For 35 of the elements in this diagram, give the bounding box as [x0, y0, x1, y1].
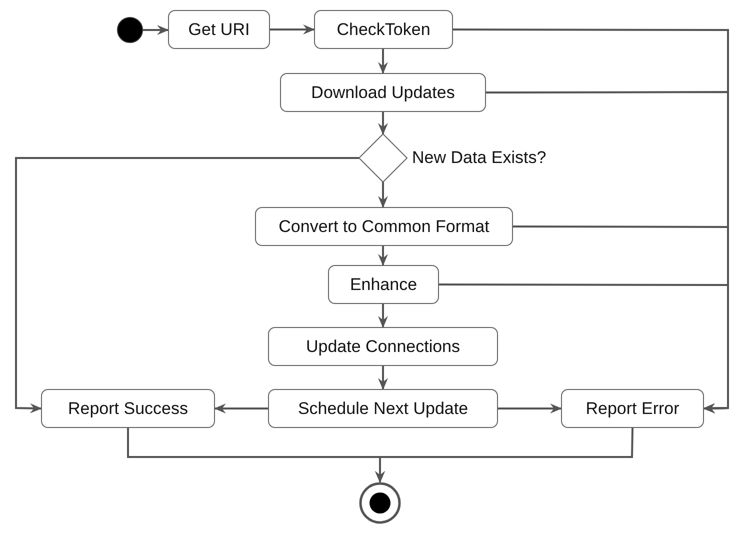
- arrow: [378, 112, 388, 135]
- arrow: [143, 25, 169, 35]
- action-label: Get URI: [188, 20, 250, 40]
- arrow: [378, 246, 388, 266]
- decision-diamond: [359, 134, 407, 182]
- action-label: Update Connections: [306, 336, 460, 356]
- arrow: [498, 404, 562, 414]
- arrow: [378, 49, 388, 74]
- action-label: Schedule Next Update: [298, 398, 468, 418]
- arrow: [378, 304, 388, 328]
- arrow: [214, 404, 268, 414]
- action-box: [255, 207, 513, 246]
- action-box: [41, 389, 215, 428]
- action-label: Download Updates: [311, 82, 455, 102]
- action-label: Convert to Common Format: [278, 216, 490, 236]
- arrow: [439, 284, 729, 414]
- arrow: [15, 157, 359, 414]
- decision-label: New Data Exists?: [412, 148, 546, 168]
- arrow: [378, 182, 388, 208]
- start-node: [117, 17, 143, 43]
- action-label: CheckToken: [336, 20, 430, 40]
- arrow: [378, 366, 388, 390]
- action-box: [561, 389, 704, 428]
- action-box: [268, 389, 498, 428]
- action-box: [268, 327, 498, 366]
- arrow: [270, 24, 315, 34]
- action-box: [328, 265, 439, 304]
- action-label: Report Error: [586, 398, 680, 418]
- action-label: Enhance: [350, 274, 418, 294]
- action-label: Report Success: [68, 398, 188, 418]
- action-box: [314, 10, 453, 49]
- arrow: [375, 428, 634, 483]
- action-box: [168, 10, 270, 49]
- action-box: [280, 73, 486, 112]
- end-node: [359, 482, 401, 524]
